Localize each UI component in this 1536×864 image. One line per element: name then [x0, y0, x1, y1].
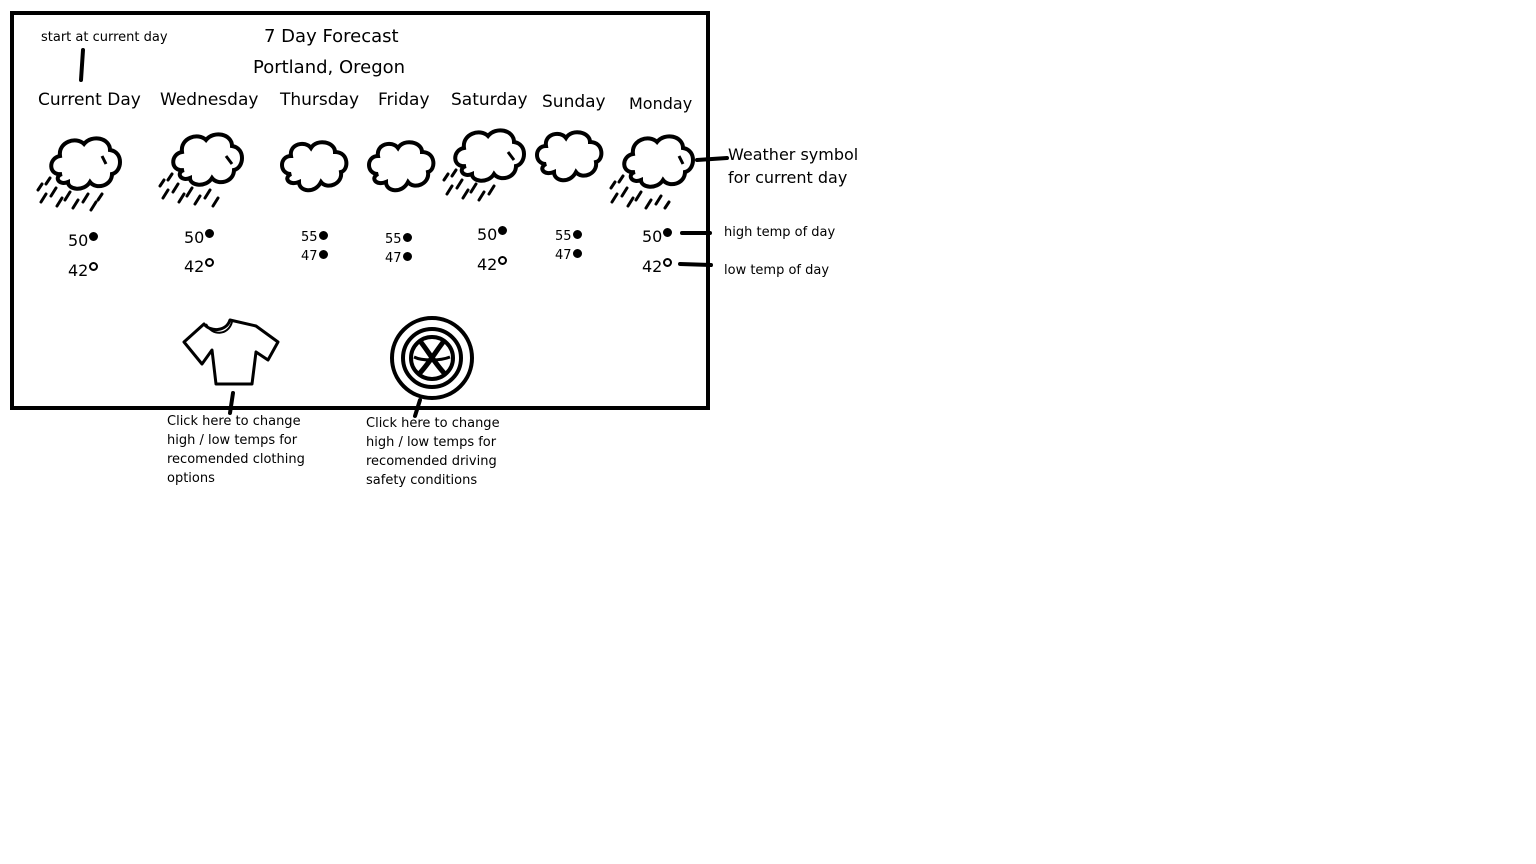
tire-icon[interactable]	[388, 315, 478, 405]
high-temp-current: 50	[68, 231, 99, 250]
forecast-panel	[10, 11, 710, 410]
clothing-note-line: Click here to change	[167, 414, 301, 429]
symbol-annotation-line1: Weather symbol	[728, 145, 859, 164]
low-temp-monday: 42	[642, 257, 673, 276]
rain-cloud-icon	[36, 136, 122, 212]
low-temp-sunday: 47	[555, 248, 582, 263]
clothing-note-line: recomended clothing	[167, 452, 305, 467]
low-temp-annotation: low temp of day	[724, 263, 830, 278]
low-temp-wednesday: 42	[184, 257, 215, 276]
high-temp-friday: 55	[385, 232, 412, 247]
start-annotation: start at current day	[41, 30, 168, 45]
driving-note-line: Click here to change	[366, 416, 500, 431]
driving-note-line: safety conditions	[366, 473, 478, 488]
rain-cloud-icon	[609, 134, 695, 210]
day-name-monday: Monday	[629, 94, 693, 113]
start-pointer	[79, 48, 85, 82]
low-temp-friday: 47	[385, 251, 412, 266]
day-name-wednesday: Wednesday	[160, 90, 259, 110]
clothing-note-line: high / low temps for	[167, 433, 298, 448]
day-name-saturday: Saturday	[451, 90, 528, 110]
clothing-note-line: options	[167, 471, 215, 486]
driving-pointer	[413, 398, 422, 418]
clothing-pointer	[228, 391, 235, 415]
location-label: Portland, Oregon	[253, 57, 406, 78]
driving-note: Click here to change high / low temps fo…	[366, 414, 516, 490]
low-temp-thursday: 47	[301, 249, 328, 264]
rain-cloud-icon	[158, 132, 244, 208]
high-temp-wednesday: 50	[184, 228, 215, 247]
shirt-icon[interactable]	[182, 316, 282, 388]
cloud-icon	[280, 140, 349, 193]
cloud-icon	[367, 140, 436, 193]
low-temp-current: 42	[68, 261, 99, 280]
page-title: 7 Day Forecast	[264, 26, 399, 47]
high-temp-sunday: 55	[555, 229, 582, 244]
low-temp-saturday: 42	[477, 255, 508, 274]
high-temp-saturday: 50	[477, 225, 508, 244]
annotation-pointers	[678, 156, 729, 267]
day-name-thursday: Thursday	[280, 90, 360, 110]
driving-note-line: high / low temps for	[366, 435, 497, 450]
day-name-friday: Friday	[378, 90, 430, 110]
high-temp-annotation: high temp of day	[724, 225, 836, 240]
high-temp-thursday: 55	[301, 230, 328, 245]
rain-cloud-icon	[442, 128, 526, 202]
clothing-note: Click here to change high / low temps fo…	[167, 412, 317, 488]
symbol-annotation-line2: for current day	[728, 168, 848, 187]
driving-note-line: recomended driving	[366, 454, 497, 469]
day-name-current: Current Day	[38, 90, 141, 110]
day-name-sunday: Sunday	[542, 92, 606, 112]
cloud-icon	[535, 130, 604, 183]
high-temp-monday: 50	[642, 227, 673, 246]
